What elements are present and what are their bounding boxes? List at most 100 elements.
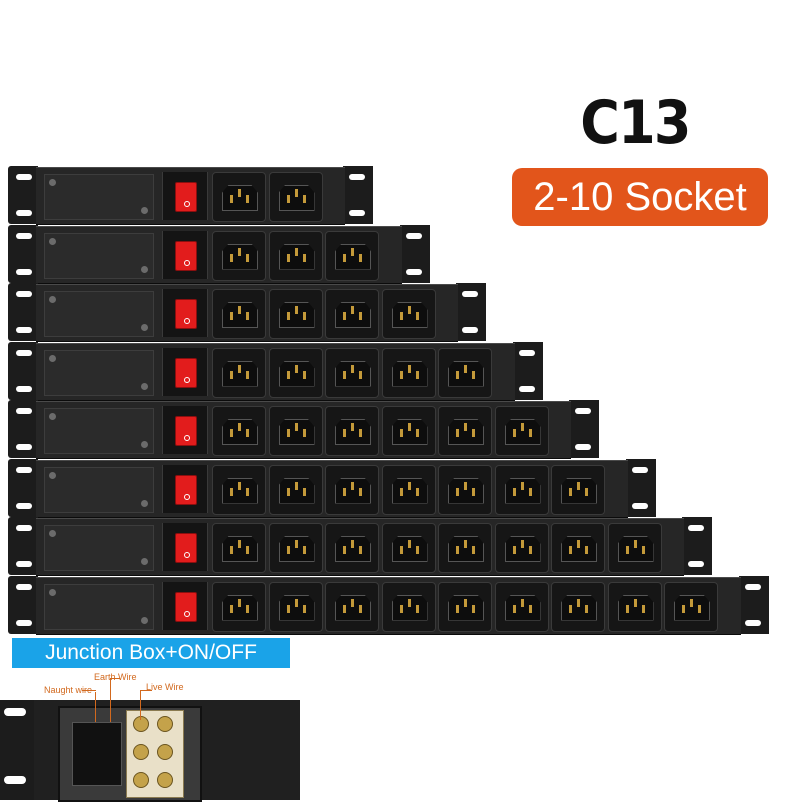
c13-socket-icon <box>391 594 428 621</box>
c13-socket-icon <box>448 360 484 387</box>
cable-clamp <box>72 722 122 786</box>
power-switch <box>162 523 208 571</box>
c13-socket-icon <box>278 302 315 328</box>
pdu-strip <box>8 283 486 342</box>
c13-socket-icon <box>335 594 371 621</box>
c13-socket-icon <box>561 477 597 504</box>
c13-outlet <box>494 581 549 632</box>
c13-outlet <box>551 523 605 573</box>
c13-socket-icon <box>335 419 371 445</box>
mounting-ear <box>8 283 38 341</box>
c13-outlet <box>268 289 323 339</box>
c13-outlet <box>268 581 323 632</box>
c13-outlet <box>268 172 323 222</box>
c13-outlet <box>325 289 379 339</box>
c13-socket-icon <box>617 536 654 562</box>
mounting-ear <box>8 400 38 458</box>
pdu-body <box>36 167 345 225</box>
c13-socket-icon <box>222 594 258 621</box>
c13-socket-icon <box>504 477 541 504</box>
mounting-ear <box>8 517 38 575</box>
c13-socket-icon <box>448 477 484 504</box>
c13-outlet <box>494 406 549 456</box>
pdu-body <box>36 225 402 284</box>
mounting-ear <box>343 166 373 224</box>
c13-outlet <box>438 347 492 398</box>
power-switch <box>162 464 208 513</box>
pdu-strip <box>8 166 373 225</box>
c13-outlet <box>494 464 549 515</box>
terminal-screw <box>133 772 149 788</box>
c13-socket-icon <box>335 536 371 562</box>
pdu-strip <box>8 575 769 635</box>
terminal-screw <box>157 744 173 760</box>
c13-outlet <box>438 581 492 632</box>
c13-socket-icon <box>335 360 371 387</box>
c13-outlet <box>438 406 492 456</box>
rocker-switch-icon <box>175 182 197 212</box>
c13-outlet <box>325 406 379 456</box>
c13-socket-icon <box>448 536 484 562</box>
c13-socket-icon <box>561 536 597 562</box>
c13-outlet <box>268 523 323 573</box>
junction-box-cover <box>44 525 154 571</box>
c13-outlet <box>381 464 436 515</box>
c13-socket-icon <box>278 536 315 562</box>
pdu-body <box>36 518 684 576</box>
pdu-strip <box>8 517 712 576</box>
c13-outlet <box>212 172 266 222</box>
c13-socket-icon <box>504 594 541 621</box>
terminal-screw <box>133 716 149 732</box>
junction-box-label: Junction Box+ON/OFF <box>12 638 290 668</box>
junction-box-cover <box>44 349 154 396</box>
mounting-ear <box>738 575 769 634</box>
rocker-switch-icon <box>175 533 197 563</box>
mounting-ear <box>456 283 486 341</box>
mounting-ear <box>512 341 543 400</box>
earth-wire-label: Earth Wire <box>94 672 137 682</box>
c13-socket-icon <box>278 360 315 387</box>
c13-socket-icon <box>222 477 258 504</box>
power-switch <box>162 289 208 337</box>
c13-socket-icon <box>617 594 654 621</box>
c13-socket-icon <box>674 594 710 621</box>
c13-socket-icon <box>222 536 258 562</box>
c13-outlet <box>381 523 436 573</box>
c13-outlet <box>268 464 323 515</box>
c13-outlet <box>325 523 379 573</box>
c13-outlet <box>381 289 436 339</box>
power-switch <box>162 230 208 279</box>
c13-socket-icon <box>278 243 315 270</box>
rack-ear <box>0 700 36 800</box>
mounting-ear <box>682 517 712 575</box>
mounting-ear <box>8 341 38 400</box>
c13-socket-icon <box>222 302 258 328</box>
terminal-screw <box>157 716 173 732</box>
junction-box-cover <box>44 466 154 513</box>
c13-socket-icon <box>335 243 371 270</box>
c13-outlet <box>607 581 662 632</box>
mounting-ear <box>625 458 656 517</box>
c13-outlet <box>607 523 662 573</box>
pdu-body <box>36 576 741 635</box>
pdu-body <box>36 342 515 401</box>
power-switch <box>162 172 208 220</box>
c13-socket-icon <box>222 185 258 211</box>
c13-outlet <box>268 230 323 281</box>
power-switch <box>162 347 208 396</box>
c13-outlet <box>212 406 266 456</box>
c13-socket-icon <box>391 536 428 562</box>
c13-socket-icon <box>278 594 315 621</box>
socket-range-badge: 2-10 Socket <box>512 168 768 226</box>
junction-box-cover <box>44 291 154 337</box>
junction-box-cover <box>44 583 154 630</box>
terminal-screw <box>157 772 173 788</box>
c13-outlet <box>551 464 605 515</box>
c13-socket-icon <box>222 360 258 387</box>
c13-outlet <box>551 581 605 632</box>
junction-box-cover <box>44 408 154 454</box>
junction-box-cover <box>44 232 154 279</box>
c13-socket-icon <box>504 419 541 445</box>
c13-outlet <box>212 347 266 398</box>
c13-outlet <box>325 581 379 632</box>
